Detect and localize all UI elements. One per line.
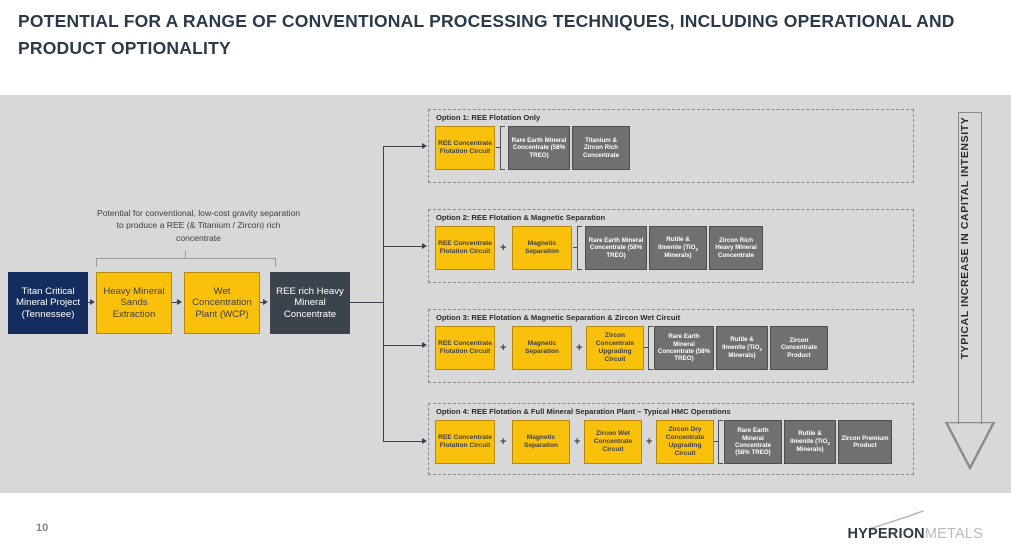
option4-plus-3: + <box>646 436 653 448</box>
arrowhead-option-2 <box>422 243 427 249</box>
option4-bracket <box>718 420 723 464</box>
option1-product-2[interactable]: Titanium & Zircon Rich Concentrate <box>572 126 630 170</box>
connector-2 <box>172 302 178 304</box>
branch-option-3 <box>383 345 425 347</box>
option2-product-3[interactable]: Zircon Rich Heavy Mineral Concentrate <box>709 226 763 270</box>
branch-option-2 <box>383 246 425 248</box>
option-panel-4[interactable] <box>428 403 914 475</box>
node-wet-concentration-plant[interactable]: Wet Concentration Plant (WCP) <box>184 272 260 334</box>
option4-plus-1: + <box>500 436 507 448</box>
option3-plus-1: + <box>500 342 507 354</box>
option-panel-3[interactable] <box>428 309 914 383</box>
branch-option-4 <box>383 441 425 443</box>
option4-product-1[interactable]: Rare Earth Mineral Concentrate (58% TREO… <box>724 420 782 464</box>
capital-intensity-arrow: TYPICAL INCREASE IN CAPITAL INTENSITY <box>944 112 996 472</box>
arrowhead-2 <box>177 299 182 305</box>
option4-bracket-tick <box>714 441 718 443</box>
option-panel-2[interactable] <box>428 209 914 283</box>
node-titan-critical-mineral-project[interactable]: Titan Critical Mineral Project (Tennesse… <box>8 272 88 334</box>
arrowhead-option-4 <box>422 438 427 444</box>
option1-product-1[interactable]: Rare Earth Mineral Concentrate (58% TREO… <box>508 126 570 170</box>
capital-arrow-head <box>944 422 996 470</box>
option1-bracket <box>500 126 505 170</box>
option3-circuit-3[interactable]: Zircon Concentrate Upgrading Circuit <box>586 326 644 370</box>
lead-bracket-stem <box>185 251 186 259</box>
option3-bracket <box>648 326 653 370</box>
arrowhead-option-1 <box>422 143 427 149</box>
arrowhead-1 <box>90 299 95 305</box>
option2-bracket <box>577 226 582 270</box>
option3-plus-2: + <box>576 342 583 354</box>
option2-circuit-2[interactable]: Magnetic Separation <box>512 226 572 270</box>
option4-circuit-2[interactable]: Magnetic Separation <box>512 420 570 464</box>
option2-circuit-1[interactable]: REE Concentrate Flotation Circuit <box>435 226 495 270</box>
option4-circuit-4[interactable]: Zircon Dry Concentrate Upgrading Circuit <box>656 420 714 464</box>
lead-bracket <box>96 258 276 267</box>
option4-product-3[interactable]: Zircon Premium Product <box>838 420 892 464</box>
connector-3 <box>260 302 264 304</box>
logo-swoosh-icon <box>868 510 924 530</box>
arrowhead-3 <box>263 299 268 305</box>
arrowhead-option-3 <box>422 342 427 348</box>
page-title: POTENTIAL FOR A RANGE OF CONVENTIONAL PR… <box>18 11 955 59</box>
capital-intensity-label: TYPICAL INCREASE IN CAPITAL INTENSITY <box>959 116 971 360</box>
option-title-2: Option 2: REE Flotation & Magnetic Separ… <box>436 213 606 222</box>
option-title-4: Option 4: REE Flotation & Full Mineral S… <box>436 407 731 416</box>
option-panel-1[interactable] <box>428 109 914 183</box>
logo-primary-text: HYPERION <box>847 526 925 542</box>
page-number: 10 <box>36 522 49 534</box>
option3-product-3[interactable]: Zircon Concentrate Product <box>770 326 828 370</box>
option3-bracket-tick <box>644 347 648 349</box>
node-heavy-mineral-sands-extraction[interactable]: Heavy Mineral Sands Extraction <box>96 272 172 334</box>
gravity-separation-caption: Potential for conventional, low-cost gra… <box>96 208 300 243</box>
branch-spine <box>383 146 385 441</box>
option1-bracket-tick <box>496 147 500 149</box>
capital-arrow-shaft <box>958 112 982 424</box>
option3-product-1[interactable]: Rare Earth Mineral Concentrate (58% TREO… <box>654 326 714 370</box>
option2-product-1[interactable]: Rare Earth Mineral Concentrate (58% TREO… <box>585 226 647 270</box>
option-title-1: Option 1: REE Flotation Only <box>436 113 541 122</box>
option4-plus-2: + <box>574 436 581 448</box>
branch-option-1 <box>383 146 425 148</box>
option1-circuit-1[interactable]: REE Concentrate Flotation Circuit <box>435 126 495 170</box>
option3-circuit-1[interactable]: REE Concentrate Flotation Circuit <box>435 326 495 370</box>
option3-circuit-2[interactable]: Magnetic Separation <box>512 326 572 370</box>
node-ree-rich-heavy-mineral-concentrate[interactable]: REE rich Heavy Mineral Concentrate <box>270 272 350 334</box>
option4-circuit-3[interactable]: Zircon Wet Concentrate Circuit <box>584 420 642 464</box>
option-title-3: Option 3: REE Flotation & Magnetic Separ… <box>436 313 681 322</box>
logo-secondary-text: METALS <box>924 526 983 542</box>
option4-circuit-1[interactable]: REE Concentrate Flotation Circuit <box>435 420 495 464</box>
option2-bracket-tick <box>573 247 577 249</box>
option2-plus-1: + <box>500 242 507 254</box>
branch-trunk <box>350 302 384 304</box>
